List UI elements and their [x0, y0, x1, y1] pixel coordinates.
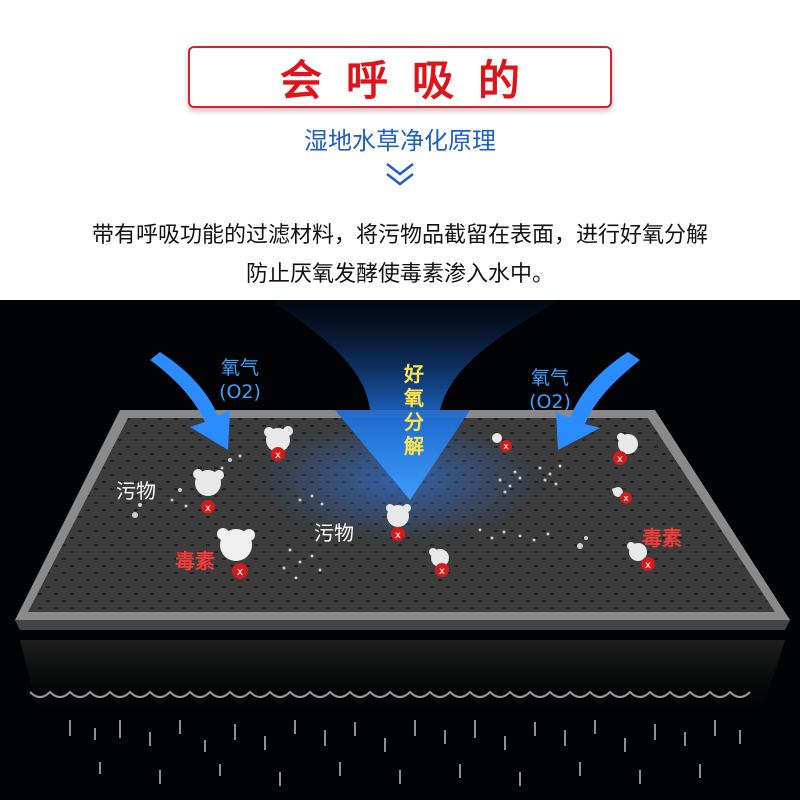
description-line-1: 带有呼吸功能的过滤材料，将污物品截留在表面，进行好氧分解: [91, 223, 708, 248]
chevron-down-icon: [386, 163, 414, 186]
oxygen-label-right: 氧气 (O2): [522, 366, 578, 414]
header-section: 会呼吸的 湿地水草净化原理 带有呼吸功能的过滤材料，将污物品截留在表面，进行好氧…: [0, 0, 800, 300]
aerobic-char: 解: [404, 434, 424, 458]
o2-text-right: (O2): [529, 391, 571, 413]
svg-text:x: x: [205, 503, 211, 514]
o2-text-left: (O2): [219, 381, 261, 403]
right-oxygen-arrow: [556, 352, 640, 450]
svg-text:x: x: [275, 450, 281, 461]
center-aerobic-arrow: [270, 300, 560, 500]
aerobic-char: 氧: [404, 386, 424, 410]
svg-text:x: x: [645, 560, 651, 571]
toxin-markers: x x x x x x x: [193, 426, 655, 579]
left-oxygen-arrow: [150, 352, 230, 450]
aerobic-decomposition-label: 好 氧 分 解: [402, 362, 426, 458]
svg-text:x: x: [237, 565, 244, 578]
page-subtitle: 湿地水草净化原理: [304, 127, 496, 155]
pollutant-specks: [132, 454, 616, 580]
aerobic-char: 好: [404, 362, 424, 386]
filter-diagram: x x x x x x x: [0, 300, 800, 800]
title-box: 会呼吸的: [188, 46, 612, 108]
water-drips: [69, 720, 741, 786]
svg-text:x: x: [617, 454, 623, 465]
oxygen-text-left: 氧气: [220, 357, 259, 379]
description-line-2: 防止厌氧发酵使毒素渗入水中。: [245, 262, 554, 287]
svg-text:x: x: [503, 442, 509, 452]
svg-text:x: x: [623, 494, 629, 504]
filter-illustration: x x x x x x x: [15, 300, 790, 786]
svg-text:x: x: [439, 566, 445, 577]
mesh-wave: [29, 690, 751, 698]
pollutant-label-left: 污物: [116, 479, 156, 503]
oxygen-text-right: 氧气: [530, 367, 569, 389]
svg-text:x: x: [395, 530, 401, 541]
mesh-reflection: [20, 640, 785, 720]
aerobic-char: 分: [404, 410, 424, 434]
pollutant-label-center: 污物: [314, 521, 354, 545]
page-title: 会呼吸的: [279, 55, 544, 105]
toxin-label-left: 毒素: [175, 549, 215, 573]
toxin-label-right: 毒素: [642, 526, 682, 550]
oxygen-label-left: 氧气 (O2): [212, 356, 268, 404]
